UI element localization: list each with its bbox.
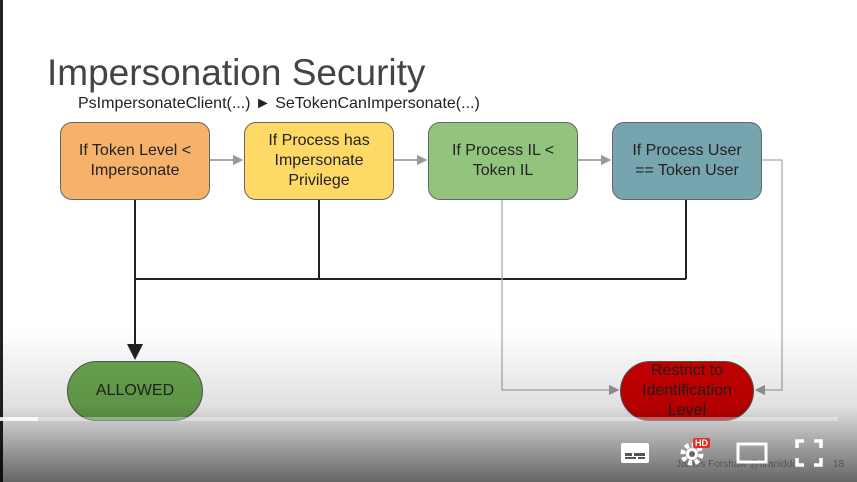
frame-edge xyxy=(0,0,3,482)
box-label: If Token Level < Impersonate xyxy=(78,142,192,179)
progress-bar[interactable] xyxy=(0,417,838,421)
slide-author: James Forshaw @tiraniddo xyxy=(676,459,798,470)
allowed-label: ALLOWED xyxy=(95,382,175,399)
check-token-level-box: If Token Level < Impersonate xyxy=(60,122,210,200)
slide-title: Impersonation Security xyxy=(47,52,426,93)
check-user-box: If Process User == Token User xyxy=(612,122,762,200)
fullscreen-button[interactable] xyxy=(791,436,827,470)
box-label: If Process has Impersonate Privilege xyxy=(268,132,370,189)
theater-mode-icon xyxy=(736,442,768,464)
check-impersonate-privilege-box: If Process has Impersonate Privilege xyxy=(244,122,394,200)
restrict-label: Restrict to Identification Level xyxy=(642,362,732,419)
box-label: If Process User == Token User xyxy=(632,142,742,179)
allowed-node: ALLOWED xyxy=(67,361,203,421)
slide-subtitle: PsImpersonateClient(...) ► SeTokenCanImp… xyxy=(78,95,480,112)
progress-played xyxy=(0,417,38,421)
fullscreen-icon xyxy=(795,439,823,467)
subtitles-button[interactable] xyxy=(617,436,653,470)
theater-mode-button[interactable] xyxy=(734,436,770,470)
settings-button[interactable]: HD xyxy=(675,436,711,470)
subtitles-icon xyxy=(621,443,649,463)
slide-page-number: 18 xyxy=(833,459,845,470)
check-integrity-level-box: If Process IL < Token IL xyxy=(428,122,578,200)
hd-badge: HD xyxy=(693,438,710,448)
restrict-node: Restrict to Identification Level xyxy=(620,361,754,421)
settings-icon xyxy=(680,442,704,466)
box-label: If Process IL < Token IL xyxy=(451,142,555,179)
